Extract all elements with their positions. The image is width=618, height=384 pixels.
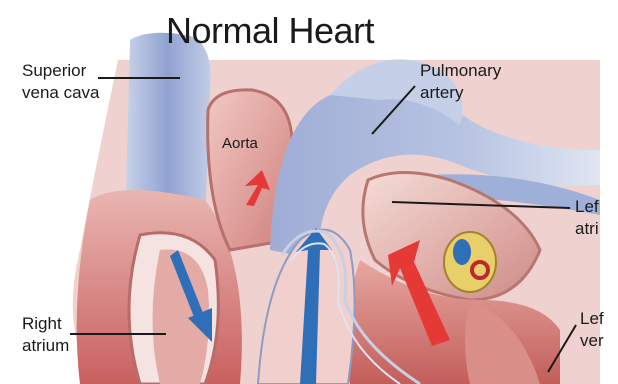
label-aorta: Aorta [222, 135, 258, 152]
label-pulmonary-artery: Pulmonary artery [420, 60, 501, 104]
label-left-atrium: Lef atri [575, 196, 599, 240]
label-right-atrium: Right atrium [22, 313, 69, 357]
page-title: Normal Heart [150, 10, 390, 52]
label-left-ventricle: Lef ver [580, 308, 604, 352]
label-superior-vena-cava: Superior vena cava [22, 60, 100, 104]
